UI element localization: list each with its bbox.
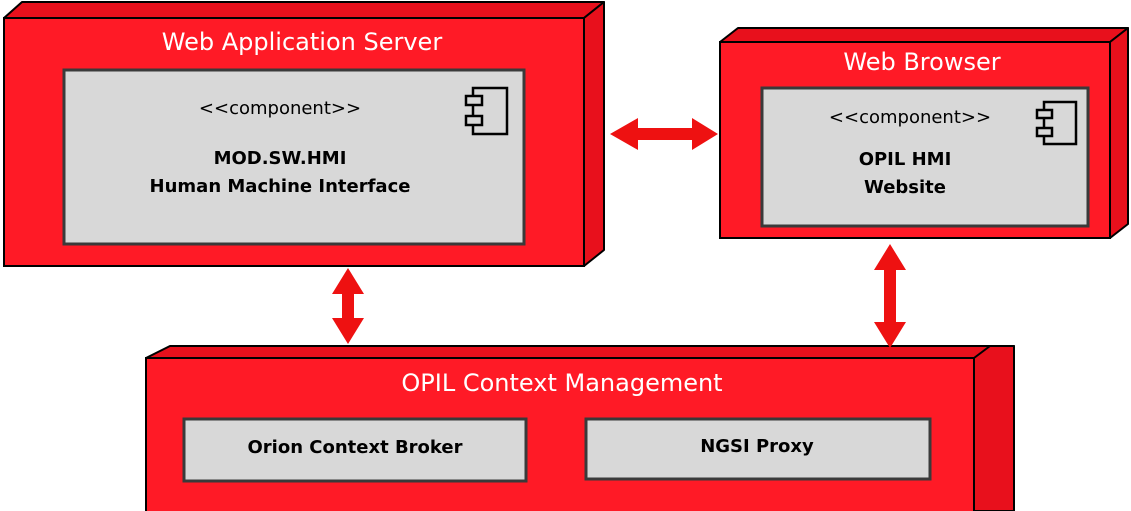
double-arrow-vertical [332, 268, 364, 344]
node-3d-top [145, 345, 1015, 359]
node-3d-right [1109, 27, 1129, 239]
component-box [584, 417, 932, 481]
component-name-line1: MOD.SW.HMI [214, 148, 347, 169]
component-name-line1: OPIL HMI [859, 149, 952, 170]
component-ngsi-proxy: NGSI Proxy [584, 417, 932, 481]
component-box [760, 86, 1090, 228]
component-opil-hmi: <<component>> OPIL HMI Website [760, 86, 1090, 228]
component-mod-sw-hmi: <<component>> MOD.SW.HMI Human Machine I… [62, 68, 526, 246]
component-stereotype: <<component>> [829, 107, 991, 128]
connector-server-context [332, 268, 364, 344]
component-stereotype: <<component>> [199, 98, 361, 119]
node-title: OPIL Context Management [401, 369, 722, 397]
node-3d-top [3, 1, 605, 19]
node-title: Web Browser [843, 48, 1000, 76]
node-3d-top [719, 27, 1129, 43]
component-name-line2: Website [864, 177, 946, 198]
component-box [182, 417, 528, 483]
double-arrow-vertical [874, 244, 906, 348]
node-3d-right [583, 1, 605, 267]
node-web-browser: Web Browser <<component>> OPIL HMI Websi… [719, 27, 1129, 239]
component-name-line2: Human Machine Interface [150, 176, 411, 197]
node-title: Web Application Server [162, 28, 443, 56]
uml-component-icon [1035, 100, 1078, 146]
node-3d-right [973, 345, 1015, 511]
node-opil-context-management: OPIL Context Management Orion Context Br… [145, 345, 1015, 511]
component-orion-context-broker: Orion Context Broker [182, 417, 528, 483]
double-arrow-horizontal [610, 118, 718, 150]
component-box [62, 68, 526, 246]
connector-browser-context [874, 244, 906, 348]
component-name: NGSI Proxy [700, 436, 814, 457]
uml-component-icon [464, 86, 509, 136]
component-name: Orion Context Broker [247, 437, 462, 458]
connector-server-browser [610, 118, 718, 150]
node-web-application-server: Web Application Server <<component>> MOD… [3, 1, 605, 267]
